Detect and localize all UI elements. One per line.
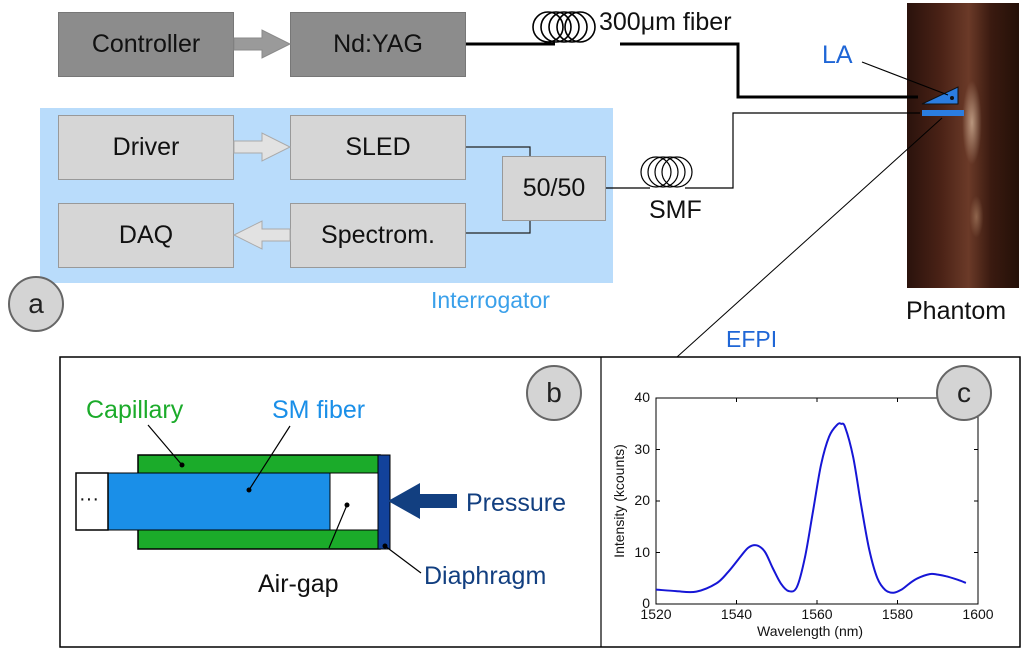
efpi-pointer	[676, 117, 943, 358]
capillary-pointer	[147, 424, 183, 466]
x-tick-label: 1540	[720, 606, 753, 622]
y-tick-label: 40	[634, 389, 650, 405]
y-tick-label: 0	[642, 595, 650, 611]
chart-xlabel: Wavelength (nm)	[757, 623, 864, 639]
air-gap	[329, 472, 379, 531]
ellipsis-label: ···	[79, 488, 99, 510]
interrogator-label: Interrogator	[431, 287, 550, 313]
sm-fiber-pointer	[248, 425, 291, 491]
spectrum-line	[655, 422, 967, 594]
ndyag-block: Nd:YAG	[290, 12, 466, 77]
panel-b-badge: b	[526, 365, 582, 421]
la-absorber	[921, 86, 959, 105]
diaphragm	[377, 454, 391, 550]
y-tick-label: 10	[634, 543, 650, 560]
pressure-arrow	[388, 483, 457, 519]
efpi-label: EFPI	[726, 326, 778, 352]
spectrometer-to-coupler-line	[466, 221, 531, 234]
la-pointer	[861, 61, 949, 96]
la-dot	[950, 96, 954, 100]
x-tick-label: 1580	[881, 606, 914, 622]
capillary-label: Capillary	[86, 396, 184, 424]
panels-frame	[59, 356, 1021, 648]
coupler-block: 50/50	[502, 156, 606, 221]
spectrometer-to-daq-arrow	[232, 220, 291, 250]
driver-block: Driver	[58, 115, 234, 180]
diaphragm-label: Diaphragm	[424, 562, 547, 590]
la-label: LA	[822, 41, 853, 69]
air-gap-pointer	[328, 504, 348, 549]
air-gap-label: Air-gap	[258, 570, 339, 598]
fiber-continuation	[75, 472, 109, 531]
driver-to-sled-arrow	[233, 132, 292, 162]
sm-fiber-body	[107, 472, 331, 531]
daq-block: DAQ	[58, 203, 234, 268]
diaphragm-pointer	[384, 545, 422, 574]
panel-c-badge: c	[936, 365, 992, 421]
x-tick-label: 1520	[640, 606, 672, 622]
spectrum-chart	[655, 397, 979, 605]
phantom-image	[907, 3, 1019, 288]
pressure-label: Pressure	[466, 489, 567, 517]
efpi-sensor-mark	[922, 110, 964, 116]
panel-a-badge: a	[8, 276, 64, 332]
fiber-300-label: 300μm fiber	[599, 8, 732, 36]
sled-to-coupler-line	[466, 146, 531, 156]
controller-block: Controller	[58, 12, 234, 77]
controller-to-ndyag-arrow	[233, 29, 292, 59]
smf-fiber	[606, 112, 920, 189]
x-tick-label: 1560	[801, 606, 833, 622]
fiber-coil-smf	[640, 156, 693, 188]
y-tick-label: 20	[634, 492, 650, 508]
sm-fiber-label: SM fiber	[272, 396, 366, 424]
fiber-coil-300	[532, 11, 596, 43]
phantom-label: Phantom	[906, 297, 1007, 325]
y-tick-label: 30	[634, 440, 650, 457]
smf-label: SMF	[649, 196, 702, 224]
spectrometer-block: Spectrom.	[290, 203, 466, 268]
sled-block: SLED	[290, 115, 466, 180]
x-tick-label: 1600	[962, 606, 994, 622]
nd-yag-fiber	[466, 42, 918, 99]
